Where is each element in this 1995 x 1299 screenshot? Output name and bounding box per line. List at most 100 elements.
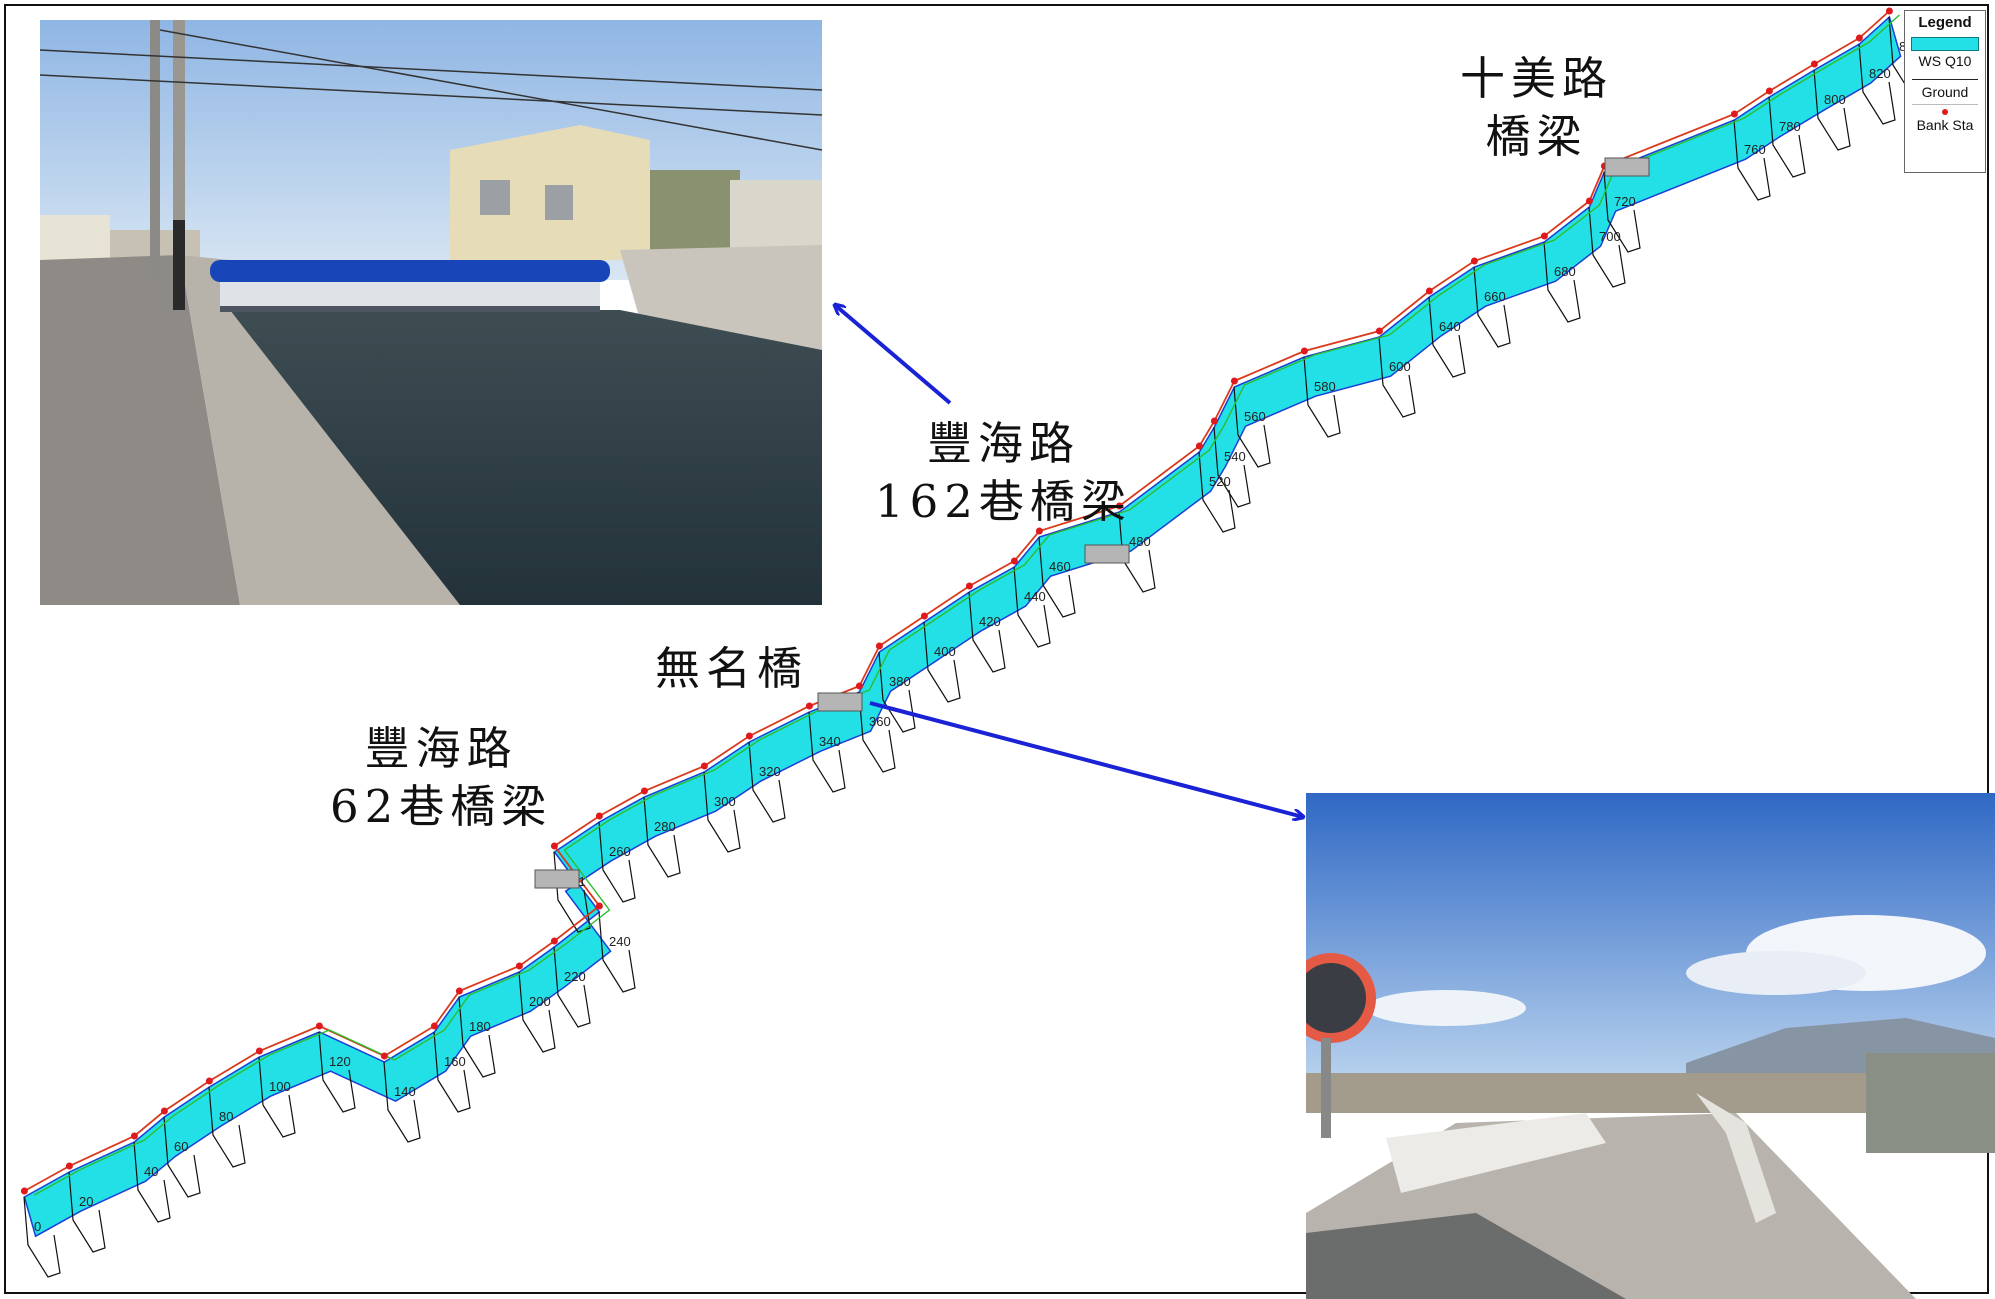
station-label: 60 [174, 1139, 188, 1154]
bank-sta-marker [1010, 557, 1018, 565]
bank-sta-marker [430, 1022, 438, 1030]
ground-cross-section [923, 621, 961, 703]
ground-cross-section [1603, 171, 1641, 253]
station-label: 20 [79, 1194, 93, 1209]
arrow-to-bridge-photo [869, 701, 1303, 817]
label-fenghai-62-lane-bridge: 豐海路 62巷橋梁 [330, 720, 552, 836]
label-line-1: 無名橋 [655, 642, 809, 695]
label-line-1: 豐海路 [364, 722, 518, 775]
station-label: 160 [444, 1054, 466, 1069]
bank-sta-marker [380, 1052, 388, 1060]
bank-sta-marker [1885, 7, 1893, 15]
ground-cross-section [1118, 511, 1156, 593]
ground-cross-section [458, 996, 496, 1078]
ground-cross-section [1378, 336, 1416, 418]
station-label: 40 [144, 1164, 158, 1179]
ground-cross-section [1198, 451, 1236, 533]
station-label: 320 [759, 764, 781, 779]
legend-title: Legend [1918, 14, 1972, 31]
annotation-arrows [835, 305, 1303, 817]
ground-cross-section [383, 1061, 421, 1143]
bank-sta-marker [1730, 110, 1738, 118]
legend-ground-label: Ground [1921, 84, 1969, 100]
label-line-1: 十美路 [1460, 52, 1614, 105]
ground-cross-section [703, 771, 741, 853]
label-line-2: 橋梁 [1485, 110, 1588, 163]
bank-sta-marker [965, 582, 973, 590]
ground-cross-section [1543, 241, 1581, 323]
bank-sta-marker [920, 612, 928, 620]
station-label: 640 [1439, 319, 1461, 334]
ground-cross-section [133, 1141, 171, 1223]
station-label: 480 [1129, 534, 1151, 549]
station-label: 220 [564, 969, 586, 984]
ground-cross-section [1233, 386, 1271, 468]
bridge-deck-photo-image [1306, 793, 1995, 1299]
ground-line-green [34, 14, 1900, 1196]
station-label: 340 [819, 734, 841, 749]
station-label: 520 [1209, 474, 1231, 489]
ground-cross-section [808, 711, 846, 793]
station-label: 540 [1224, 449, 1246, 464]
ground-cross-section [1813, 69, 1851, 151]
label-shimei-road-bridge: 十美路 橋梁 [1460, 50, 1613, 166]
bank-sta-marker [595, 812, 603, 820]
station-label: 460 [1049, 559, 1071, 574]
bank-sta-marker [1855, 34, 1863, 42]
station-label: 100 [269, 1079, 291, 1094]
station-label: 720 [1614, 194, 1636, 209]
ground-cross-section [598, 911, 636, 993]
ground-cross-section [1733, 119, 1771, 201]
river-channel-layer: 0204060801001201401601802002202402412602… [20, 7, 1926, 1278]
bridge-block [1604, 157, 1650, 177]
bank-sta-marker [315, 1022, 323, 1030]
station-label: 240 [609, 934, 631, 949]
bank-sta-marker [1115, 502, 1123, 510]
station-label: 780 [1779, 119, 1801, 134]
legend-bank-sta-marker [1942, 109, 1948, 115]
label-wumingqiao-bridge: 無名橋 [655, 640, 808, 698]
legend: Legend WS Q10 Ground Bank Sta [1904, 10, 1986, 173]
ground-cross-section [1428, 296, 1466, 378]
ground-cross-section [1768, 96, 1806, 178]
ground-cross-section [258, 1056, 296, 1138]
bank-sta-marker [640, 787, 648, 795]
station-label: 440 [1024, 589, 1046, 604]
ground-cross-section [318, 1031, 356, 1113]
bank-sta-marker [1810, 60, 1818, 68]
canal-photo [40, 20, 822, 605]
legend-bank-sta-label: Bank Sta [1916, 117, 1974, 133]
bank-sta-marker [550, 842, 558, 850]
bank-sta-marker [1035, 527, 1043, 535]
station-label: 800 [1824, 92, 1846, 107]
station-label: 560 [1244, 409, 1266, 424]
label-line-2: 162巷橋梁 [875, 475, 1132, 528]
ground-cross-section [643, 796, 681, 878]
station-label: 300 [714, 794, 736, 809]
bank-sta-marker [1470, 257, 1478, 265]
bank-sta-marker [805, 702, 813, 710]
station-label: 420 [979, 614, 1001, 629]
label-line-2: 62巷橋梁 [330, 780, 553, 833]
station-label: 0 [34, 1219, 41, 1234]
legend-divider [1912, 104, 1978, 105]
bank-sta-marker [875, 642, 883, 650]
bank-sta-marker [595, 902, 603, 910]
bank-sta-marker [1540, 232, 1548, 240]
station-label: 200 [529, 994, 551, 1009]
ground-cross-section [1038, 536, 1076, 618]
ground-cross-section [68, 1171, 106, 1253]
ground-cross-section [598, 821, 636, 903]
station-label: 680 [1554, 264, 1576, 279]
bank-sta-marker [550, 937, 558, 945]
bridge-block [534, 869, 580, 889]
station-label: 760 [1744, 142, 1766, 157]
figure-frame [4, 4, 1989, 1294]
ground-cross-section [1213, 426, 1251, 508]
arrow-to-canal-photo [835, 305, 952, 405]
bank-sta-marker [855, 682, 863, 690]
bridge-deck-photo [1306, 793, 1995, 1299]
station-label: 180 [469, 1019, 491, 1034]
canal-photo-image [40, 20, 822, 605]
